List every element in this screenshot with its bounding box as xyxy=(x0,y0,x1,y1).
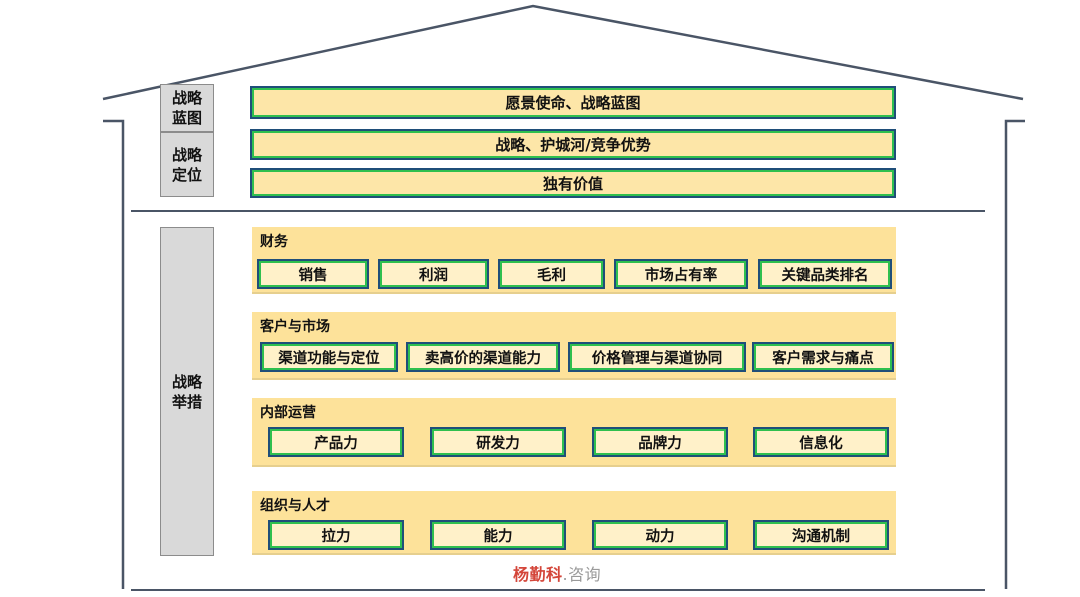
chip-internal-operations-1-text: 产品力 xyxy=(314,435,358,452)
chip-customer-market-2: 卖高价的渠道能力 xyxy=(406,342,560,372)
chip-organization-talent-4: 沟通机制 xyxy=(753,520,889,550)
chip-organization-talent-2: 能力 xyxy=(430,520,566,550)
chip-customer-market-3-text: 价格管理与渠道协同 xyxy=(591,350,723,367)
top-bar-unique-value-text: 独有价值 xyxy=(542,174,603,193)
top-bar-unique-value: 独有价值 xyxy=(250,168,896,198)
right-wall xyxy=(1004,119,1025,589)
group-finance-title: 财务 xyxy=(260,234,288,250)
chip-finance-5: 关键品类排名 xyxy=(758,259,892,289)
group-organization-talent-title: 组织与人才 xyxy=(260,498,330,514)
roof-line xyxy=(102,4,1024,101)
watermark-brand: 杨勤科 xyxy=(513,565,563,584)
top-bar-vision-text: 愿景使命、战略蓝图 xyxy=(505,94,641,112)
chip-organization-talent-2-text: 能力 xyxy=(483,528,513,545)
chip-customer-market-4-text: 客户需求与痛点 xyxy=(772,350,874,367)
chip-organization-talent-1: 拉力 xyxy=(268,520,404,550)
top-bar-strategy: 战略、护城河/竞争优势 xyxy=(250,129,896,160)
chip-organization-talent-3-text: 动力 xyxy=(645,528,675,545)
chip-internal-operations-4: 信息化 xyxy=(753,427,889,457)
side-label-positioning-text: 战略 定位 xyxy=(171,145,202,184)
top-bar-strategy-text: 战略、护城河/竞争优势 xyxy=(495,136,651,154)
chip-internal-operations-1: 产品力 xyxy=(268,427,404,457)
chip-finance-1: 销售 xyxy=(257,259,369,289)
group-organization-talent: 组织与人才 拉力 能力 动力 沟通机制 xyxy=(252,491,896,555)
chip-finance-2-text: 利润 xyxy=(419,267,448,284)
side-label-measures: 战略 举措 xyxy=(160,227,214,556)
chip-finance-2: 利润 xyxy=(378,259,489,289)
side-label-blueprint-text: 战略 蓝图 xyxy=(171,89,202,127)
chip-customer-market-2-text: 卖高价的渠道能力 xyxy=(425,350,541,367)
group-internal-operations: 内部运营 产品力 研发力 品牌力 信息化 xyxy=(252,398,896,467)
left-wall xyxy=(103,119,125,589)
chip-finance-3-text: 毛利 xyxy=(537,267,566,284)
chip-customer-market-4: 客户需求与痛点 xyxy=(752,342,894,372)
chip-finance-1-text: 销售 xyxy=(298,267,328,284)
group-customer-market: 客户与市场 渠道功能与定位 卖高价的渠道能力 价格管理与渠道协同 客户需求与痛点 xyxy=(252,312,896,380)
watermark-suffix: .咨询 xyxy=(562,565,602,584)
chip-finance-4: 市场占有率 xyxy=(614,259,748,289)
chip-organization-talent-1-text: 拉力 xyxy=(321,528,351,545)
chip-finance-3: 毛利 xyxy=(498,259,605,289)
chip-internal-operations-4-text: 信息化 xyxy=(799,435,843,452)
watermark-logo: 杨勤科.咨询 xyxy=(513,561,601,585)
group-customer-market-title: 客户与市场 xyxy=(260,319,330,335)
group-internal-operations-title: 内部运营 xyxy=(260,405,316,421)
chip-finance-4-text: 市场占有率 xyxy=(644,267,718,284)
chip-customer-market-1-text: 渠道功能与定位 xyxy=(278,350,380,367)
chip-internal-operations-2: 研发力 xyxy=(430,427,566,457)
side-label-measures-text: 战略 举措 xyxy=(171,372,202,411)
side-label-blueprint: 战略 蓝图 xyxy=(160,84,214,132)
chip-internal-operations-3: 品牌力 xyxy=(592,427,728,457)
group-finance: 财务 销售 利润 毛利 市场占有率 关键品类排名 xyxy=(252,227,896,294)
chip-organization-talent-3: 动力 xyxy=(592,520,728,550)
top-bar-vision: 愿景使命、战略蓝图 xyxy=(250,86,896,119)
side-label-positioning: 战略 定位 xyxy=(160,132,214,197)
chip-customer-market-1: 渠道功能与定位 xyxy=(260,342,398,372)
chip-organization-talent-4-text: 沟通机制 xyxy=(792,528,850,545)
chip-internal-operations-2-text: 研发力 xyxy=(476,435,520,452)
chip-customer-market-3: 价格管理与渠道协同 xyxy=(568,342,746,372)
chip-finance-5-text: 关键品类排名 xyxy=(781,267,869,284)
chip-internal-operations-3-text: 品牌力 xyxy=(638,435,682,452)
